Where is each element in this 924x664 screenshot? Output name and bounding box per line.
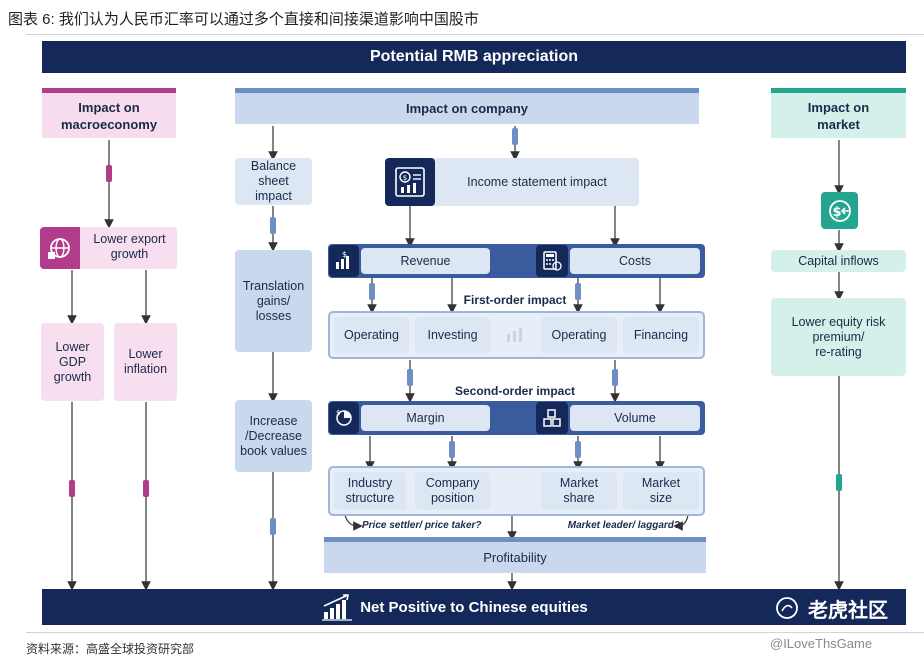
income-statement-label: Income statement impact [467,175,607,189]
watermark-handle: @ILoveThsGame [770,636,873,651]
margin-box: Margin [361,405,490,431]
operating-box-1: Operating [334,317,409,353]
net-positive-label: Net Positive to Chinese equities [360,598,588,616]
financing-box: Financing [623,317,699,353]
calculator-icon [536,245,568,277]
company-header: Impact on company [235,88,699,124]
profitability-box: Profitability [324,537,706,573]
lower-export-growth-box: Lower export growth [40,227,177,269]
lower-gdp-growth-box: Lower GDP growth [41,323,104,401]
costs-box: Costs [570,248,700,274]
svg-text:$: $ [336,409,340,417]
macro-header: Impact on macroeconomy [42,88,176,138]
growth-chart-icon [320,592,356,622]
revenue-box: Revenue [361,248,490,274]
income-statement-box: $ Income statement impact [385,158,639,206]
revenue-icon: $ [329,245,359,277]
second-order-impact-label: Second-order impact [454,384,576,398]
footer-rule [26,632,924,633]
svg-text:$: $ [403,174,407,182]
first-order-impact-label: First-order impact [463,293,567,307]
capital-inflow-icon: $ [821,192,858,229]
bottom-banner: Net Positive to Chinese equities [42,589,906,625]
price-settler-note: Price settler/ price taker? [362,520,482,531]
watermark-text: 老虎社区 [808,600,888,622]
lower-export-growth-label: Lower export growth [93,232,166,261]
figure-caption: 图表 6: 我们认为人民币汇率可以通过多个直接和间接渠道影响中国股市 [8,11,479,28]
market-header: Impact on market [771,88,906,138]
market-leader-note: Market leader/ laggard? [567,520,680,531]
book-values-box: Increase /Decrease book values [235,400,312,472]
volume-box: Volume [570,405,700,431]
faded-chart-icon [497,323,533,347]
lower-inflation-box: Lower inflation [114,323,177,401]
svg-text:$: $ [832,205,841,220]
market-size-box: Market size [623,472,699,510]
investing-box: Investing [415,317,490,353]
top-banner: Potential RMB appreciation [42,41,906,73]
balance-sheet-impact-box: Balance sheet impact [235,158,312,205]
income-statement-icon: $ [385,158,435,206]
tiger-logo-icon [774,596,800,620]
capital-inflows-box: Capital inflows [771,250,906,272]
svg-text:$: $ [342,250,347,259]
translation-gains-losses-box: Translation gains/ losses [235,250,312,352]
equity-risk-premium-box: Lower equity risk premium/ re-rating [771,298,906,376]
industry-structure-box: Industry structure [334,472,406,510]
company-position-box: Company position [415,472,490,510]
market-share-box: Market share [541,472,617,510]
source-note: 资料来源：高盛全球投资研究部 [26,642,195,656]
boxes-icon [536,402,568,434]
globe-icon [40,227,80,269]
caption-rule [26,34,924,35]
operating-box-2: Operating [541,317,617,353]
margin-icon: $ [329,402,359,434]
